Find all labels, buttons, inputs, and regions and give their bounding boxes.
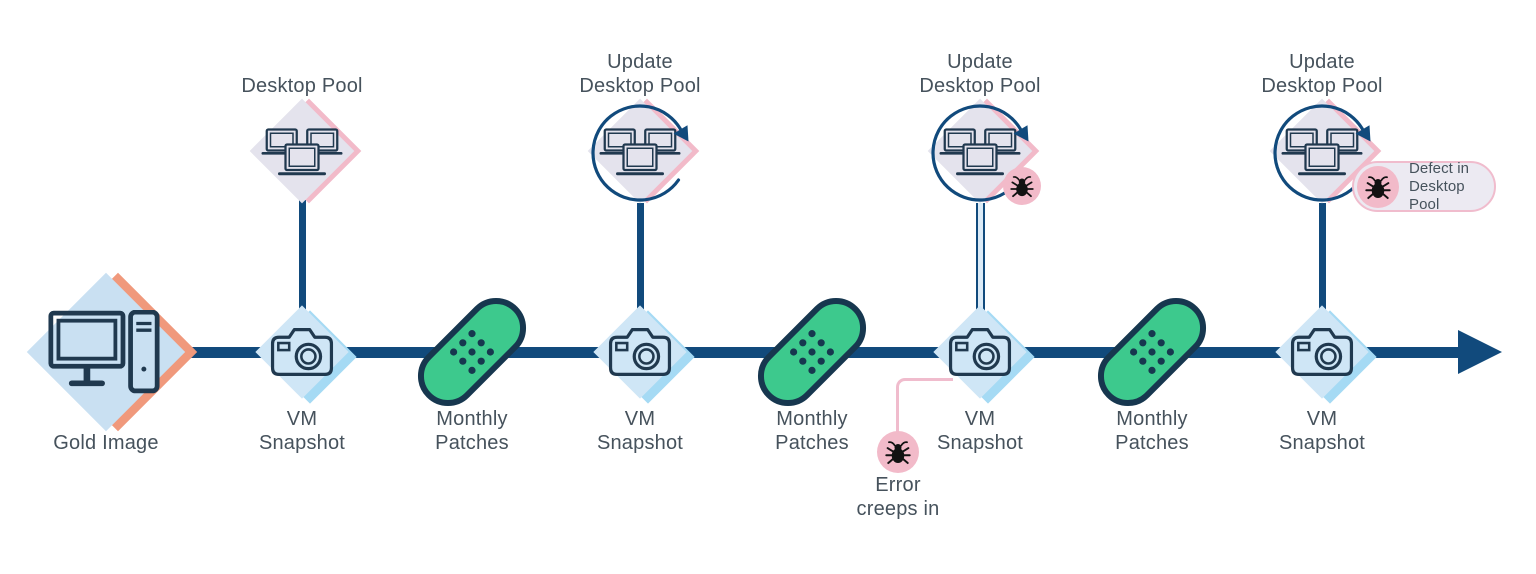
camera-icon (948, 327, 1012, 377)
camera-icon (608, 327, 672, 377)
bug-icon (1010, 174, 1034, 198)
refresh-arrow-icon (585, 98, 695, 208)
monthly-patches-label: Monthly Patches (775, 408, 849, 454)
vm-snapshot-label: VM Snapshot (936, 408, 1024, 454)
camera-icon (1290, 327, 1354, 377)
vm-snapshot-label: VM Snapshot (1278, 408, 1366, 454)
monthly-patches-label: Monthly Patches (1115, 408, 1189, 454)
desktop-pool-label: Desktop Pool (241, 74, 363, 97)
error-bug-badge (877, 431, 919, 473)
vm-snapshot-label: VM Snapshot (258, 408, 346, 454)
update-desktop-pool-label: Update Desktop Pool (919, 51, 1041, 97)
camera-icon (270, 327, 334, 377)
connector-line (1319, 203, 1326, 315)
update-desktop-pool-label: Update Desktop Pool (579, 51, 701, 97)
defect-badge-label: Defect in Desktop Pool (1409, 159, 1470, 213)
desktop-pool-icon (260, 123, 344, 181)
gold-image-label: Gold Image (53, 432, 159, 454)
update-desktop-pool-label: Update Desktop Pool (1261, 51, 1383, 97)
monthly-patches-label: Monthly Patches (435, 408, 509, 454)
computer-icon (48, 310, 160, 394)
connector-line-double (976, 203, 985, 315)
timeline-arrowhead-icon (1458, 330, 1502, 374)
vm-snapshot-label: VM Snapshot (596, 408, 684, 454)
defect-in-desktop-pool-badge: Defect in Desktop Pool (1352, 159, 1496, 213)
connector-line (299, 200, 306, 315)
error-creeps-in-label: Error creeps in (856, 474, 940, 520)
bug-badge (1003, 167, 1041, 205)
error-connector-line (896, 378, 953, 436)
bug-icon (1365, 174, 1391, 200)
connector-line (637, 203, 644, 315)
bug-badge (1357, 165, 1399, 208)
